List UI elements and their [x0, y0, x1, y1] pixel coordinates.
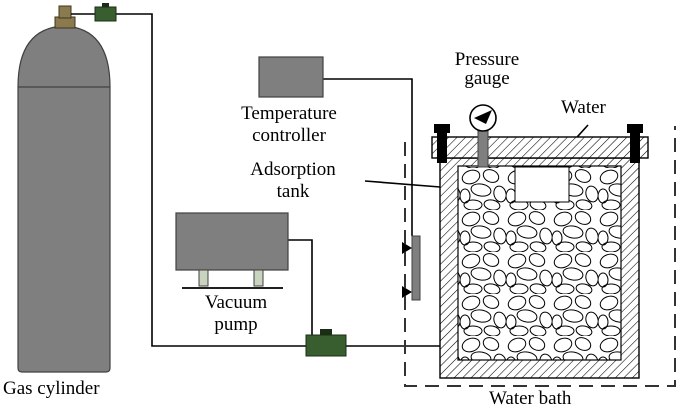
bolt-icon	[627, 124, 643, 163]
temperature-controller	[258, 56, 324, 98]
vacuum-pump-label: Vacuum pump	[186, 292, 286, 336]
vacuum-pump-label-line1: Vacuum	[204, 292, 268, 313]
vacuum-pump-icon	[175, 212, 289, 289]
gas-cylinder-icon	[17, 5, 111, 373]
thermocouple-icon	[402, 235, 421, 301]
pressure-gauge-label-line2: gauge	[464, 68, 510, 89]
valve-icon	[305, 329, 347, 357]
temperature-controller-label-line1: Temperature	[241, 103, 337, 124]
gas-cylinder-label: Gas cylinder	[3, 378, 100, 399]
adsorption-tank	[431, 136, 649, 379]
pressure-gauge-label-line1: Pressure	[454, 49, 520, 70]
adsorption-tank-label: Adsorption tank	[233, 159, 353, 203]
water-bath-label: Water bath	[489, 388, 572, 409]
pressure-gauge-label: Pressure gauge	[442, 49, 532, 90]
temperature-controller-label-line2: controller	[252, 125, 326, 146]
bolt-icon	[434, 124, 450, 163]
pressure-gauge-icon	[469, 104, 497, 168]
water-label: Water	[561, 97, 606, 118]
gas-lines	[71, 13, 589, 347]
water-region	[514, 166, 570, 203]
adsorption-tank-label-line1: Adsorption	[250, 159, 336, 180]
valve-icon	[94, 3, 117, 22]
adsorption-tank-label-line2: tank	[276, 181, 310, 202]
vacuum-pump-label-line2: pump	[214, 314, 258, 335]
water-bath-outline	[404, 126, 676, 387]
temperature-controller-label: Temperature controller	[219, 103, 359, 147]
